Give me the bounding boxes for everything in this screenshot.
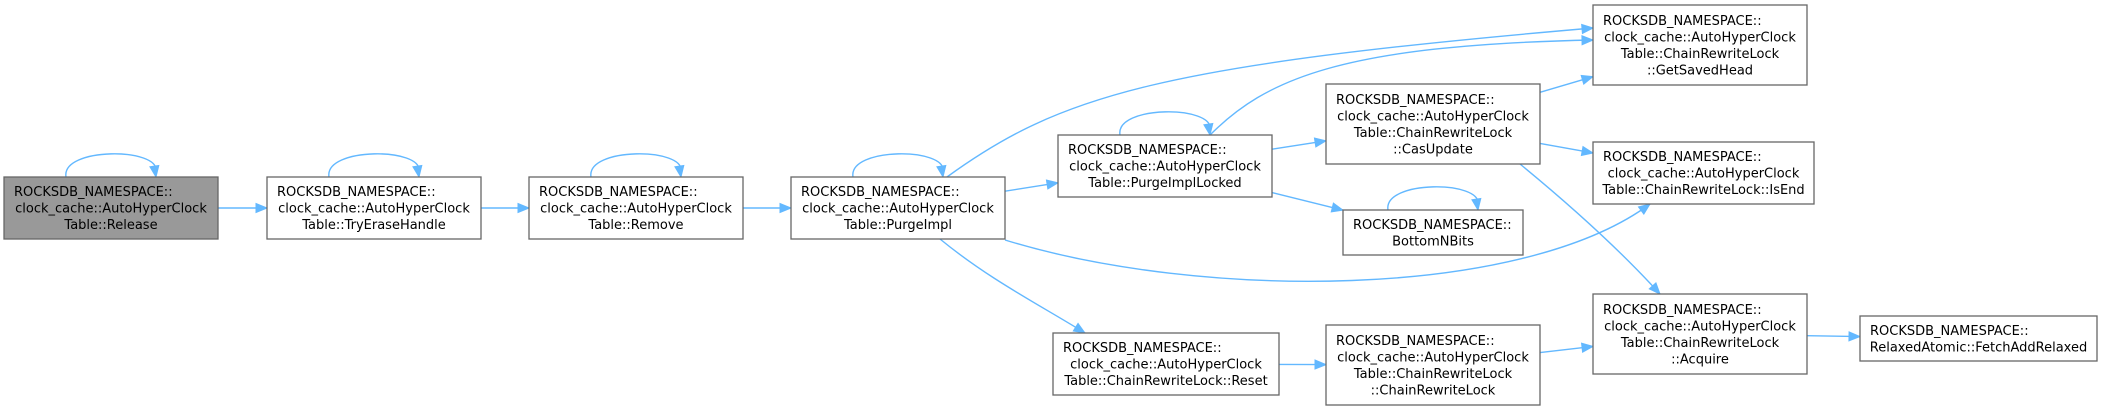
call-edge-reset-to-chain-rewrite-lock (1278, 359, 1328, 370)
node-remove-label-line: Table::Remove (587, 218, 683, 233)
call-edge-try-erase-handle-to-remove (481, 202, 531, 214)
node-purge-impl-label-line: Table::PurgeImpl (843, 218, 952, 233)
node-chain-rewrite-lock[interactable]: ROCKSDB_NAMESPACE::clock_cache::AutoHype… (1325, 324, 1541, 406)
node-acquire-label-line: ::Acquire (1671, 352, 1729, 367)
self-call-edge-purge-impl (852, 153, 947, 179)
call-edge-purge-impl-to-reset (939, 238, 1087, 334)
self-call-edge-release (65, 153, 160, 179)
node-purge-impl-label-line: ROCKSDB_NAMESPACE:: (801, 185, 960, 200)
call-edge-cas-update-to-is-end (1539, 142, 1595, 157)
self-call-edge-bottom-n-bits (1387, 186, 1482, 212)
node-reset-label-line: ROCKSDB_NAMESPACE:: (1063, 341, 1222, 356)
self-call-edge-try-erase-handle (328, 153, 423, 179)
node-reset-label-line: clock_cache::AutoHyperClock (1070, 358, 1262, 373)
call-edge-acquire-to-fetch-add-relaxed (1806, 331, 1862, 342)
call-edge-chain-rewrite-lock-to-acquire (1539, 342, 1595, 354)
node-cas-update[interactable]: ROCKSDB_NAMESPACE::clock_cache::AutoHype… (1325, 83, 1541, 165)
node-purge-impl[interactable]: ROCKSDB_NAMESPACE::clock_cache::AutoHype… (790, 176, 1006, 240)
node-is-end-label-line: clock_cache::AutoHyperClock (1608, 167, 1800, 182)
node-purge-impl-label-line: clock_cache::AutoHyperClock (802, 202, 994, 217)
node-acquire-label-line: ROCKSDB_NAMESPACE:: (1603, 303, 1762, 318)
node-get-saved-head-label-line: ROCKSDB_NAMESPACE:: (1603, 14, 1762, 29)
nodes-layer: ROCKSDB_NAMESPACE::clock_cache::AutoHype… (3, 4, 2098, 406)
call-edge-cas-update-to-acquire (1519, 163, 1661, 295)
node-purge-impl-locked-label-line: clock_cache::AutoHyperClock (1069, 160, 1261, 175)
node-acquire[interactable]: ROCKSDB_NAMESPACE::clock_cache::AutoHype… (1592, 293, 1808, 375)
node-bottom-n-bits-label-line: BottomNBits (1392, 234, 1474, 249)
self-call-edge-remove (590, 153, 685, 179)
edges-layer (65, 23, 1862, 370)
call-edge-purge-impl-locked-to-bottom-n-bits (1271, 191, 1345, 213)
call-edge-purge-impl-to-purge-impl-locked (1004, 179, 1060, 192)
node-is-end-label-line: Table::ChainRewriteLock::IsEnd (1601, 183, 1804, 198)
node-chain-rewrite-lock-label-line: ::ChainRewriteLock (1371, 383, 1496, 398)
node-get-saved-head-label-line: ::GetSavedHead (1647, 63, 1753, 78)
call-edge-purge-impl-to-get-saved-head (946, 23, 1595, 178)
call-edge-purge-impl-locked-to-get-saved-head (1209, 34, 1595, 136)
node-chain-rewrite-lock-label-line: clock_cache::AutoHyperClock (1337, 350, 1529, 365)
node-cas-update-label-line: clock_cache::AutoHyperClock (1337, 109, 1529, 124)
self-call-edge-purge-impl-locked (1119, 111, 1214, 137)
node-is-end[interactable]: ROCKSDB_NAMESPACE::clock_cache::AutoHype… (1592, 141, 1815, 205)
node-remove-label-line: ROCKSDB_NAMESPACE:: (539, 185, 698, 200)
node-bottom-n-bits[interactable]: ROCKSDB_NAMESPACE::BottomNBits (1342, 209, 1524, 256)
node-cas-update-label-line: ::CasUpdate (1393, 142, 1473, 157)
node-fetch-add-relaxed-label-line: ROCKSDB_NAMESPACE:: (1870, 324, 2029, 339)
node-try-erase-handle-label-line: Table::TryEraseHandle (301, 218, 446, 233)
node-get-saved-head-label-line: Table::ChainRewriteLock (1620, 47, 1780, 62)
node-remove[interactable]: ROCKSDB_NAMESPACE::clock_cache::AutoHype… (528, 176, 744, 240)
node-cas-update-label-line: ROCKSDB_NAMESPACE:: (1336, 93, 1495, 108)
node-fetch-add-relaxed-label-line: RelaxedAtomic::FetchAddRelaxed (1870, 340, 2087, 355)
node-is-end-label-line: ROCKSDB_NAMESPACE:: (1603, 150, 1762, 165)
call-edge-remove-to-purge-impl (743, 202, 793, 214)
node-purge-impl-locked-label-line: ROCKSDB_NAMESPACE:: (1068, 143, 1227, 158)
node-acquire-label-line: Table::ChainRewriteLock (1620, 336, 1780, 351)
node-try-erase-handle-label-line: ROCKSDB_NAMESPACE:: (277, 185, 436, 200)
node-chain-rewrite-lock-label-line: Table::ChainRewriteLock (1353, 367, 1513, 382)
node-reset[interactable]: ROCKSDB_NAMESPACE::clock_cache::AutoHype… (1052, 332, 1280, 396)
node-try-erase-handle[interactable]: ROCKSDB_NAMESPACE::clock_cache::AutoHype… (266, 176, 482, 240)
node-remove-label-line: clock_cache::AutoHyperClock (540, 202, 732, 217)
node-get-saved-head[interactable]: ROCKSDB_NAMESPACE::clock_cache::AutoHype… (1592, 4, 1808, 86)
node-bottom-n-bits-label-line: ROCKSDB_NAMESPACE:: (1353, 218, 1512, 233)
call-edge-purge-impl-to-is-end (1004, 203, 1652, 282)
node-acquire-label-line: clock_cache::AutoHyperClock (1604, 319, 1796, 334)
node-chain-rewrite-lock-label-line: ROCKSDB_NAMESPACE:: (1336, 334, 1495, 349)
node-fetch-add-relaxed[interactable]: ROCKSDB_NAMESPACE::RelaxedAtomic::FetchA… (1859, 315, 2098, 362)
call-edge-release-to-try-erase-handle (218, 202, 269, 214)
node-purge-impl-locked-label-line: Table::PurgeImplLocked (1087, 176, 1241, 191)
node-release-label-line: Table::Release (63, 218, 157, 233)
node-cas-update-label-line: Table::ChainRewriteLock (1353, 126, 1513, 141)
call-edge-purge-impl-locked-to-cas-update (1271, 137, 1328, 150)
call-edge-cas-update-to-get-saved-head (1539, 74, 1595, 94)
node-reset-label-line: Table::ChainRewriteLock::Reset (1063, 374, 1267, 389)
node-release-label-line: ROCKSDB_NAMESPACE:: (14, 185, 173, 200)
node-get-saved-head-label-line: clock_cache::AutoHyperClock (1604, 30, 1796, 45)
node-try-erase-handle-label-line: clock_cache::AutoHyperClock (278, 202, 470, 217)
node-release-label-line: clock_cache::AutoHyperClock (15, 202, 207, 217)
node-release: ROCKSDB_NAMESPACE::clock_cache::AutoHype… (3, 176, 219, 240)
node-purge-impl-locked[interactable]: ROCKSDB_NAMESPACE::clock_cache::AutoHype… (1057, 134, 1273, 198)
